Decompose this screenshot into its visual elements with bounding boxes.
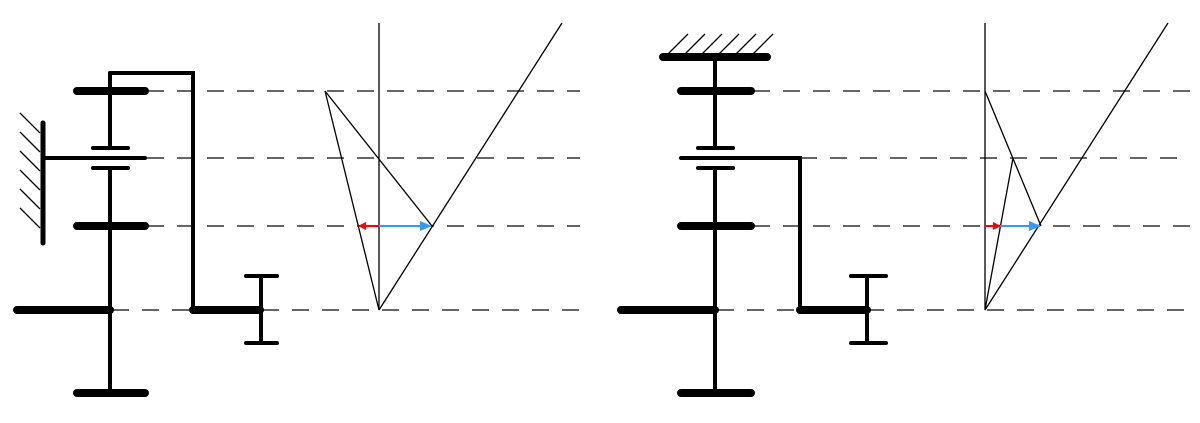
velocity-diagram-right: [984, 22, 1169, 311]
ground-hatch: [19, 112, 46, 246]
velocity-line: [324, 90, 380, 311]
carrier-arm: [679, 156, 802, 312]
dashed-level-lines: [112, 90, 580, 311]
planetary-scheme-right: [617, 22, 1190, 397]
velocity-line: [324, 90, 433, 227]
planetary-scheme-left: [13, 22, 580, 397]
velocity-line: [984, 22, 1169, 311]
velocity-line: [984, 157, 1014, 311]
carrier-arm: [108, 71, 195, 312]
velocity-diagram-left: [324, 22, 563, 311]
ground-hatch: [659, 33, 774, 61]
velocity-line: [378, 22, 563, 311]
dashed-level-lines: [717, 90, 1190, 311]
